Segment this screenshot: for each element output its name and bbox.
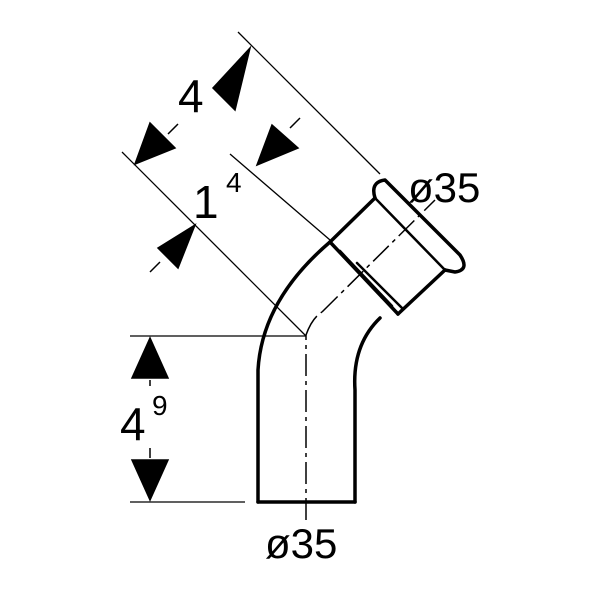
vertical-length-label: 4	[120, 398, 146, 450]
ext-vertex-diagonal	[121, 151, 307, 337]
inner-length-arrow-bottom	[156, 223, 197, 270]
inner-length-dim-line-bottom	[149, 261, 161, 273]
inner-length-superscript: 4	[226, 167, 242, 198]
outer-length-label: 4	[178, 70, 204, 122]
vertical-length-superscript: 9	[152, 390, 168, 421]
socket-collar-inner	[373, 196, 447, 272]
bottom-diameter-label: ø35	[265, 520, 337, 567]
bend-centre-line	[305, 311, 323, 336]
ext-socket-inner	[229, 153, 331, 241]
dimension-arrows	[130, 45, 301, 502]
socket-bottom-wall	[396, 268, 447, 316]
top-diameter-label: ø35	[408, 164, 480, 211]
pipe-right-wall	[352, 316, 382, 504]
inner-length-arrow-top	[255, 123, 300, 167]
dimension-labels: 4 1 4 4 9 ø35 ø35	[120, 70, 480, 567]
outer-length-arrow-left	[133, 121, 177, 166]
socket-line-3	[355, 261, 404, 310]
vertical-arrow-bottom	[130, 459, 170, 502]
socket-collar	[372, 178, 466, 274]
outer-length-dim-line-left	[167, 123, 179, 135]
pipe-elbow	[256, 178, 466, 504]
ext-socket-outer	[237, 31, 381, 175]
socket-centre-line	[321, 199, 436, 313]
vertical-arrow-top	[130, 336, 170, 379]
extension-lines	[121, 31, 381, 503]
inner-length-dim-line-top	[289, 117, 301, 129]
pipe-left-wall	[256, 240, 332, 504]
socket-top-wall	[328, 196, 377, 244]
inner-length-label: 1	[193, 176, 219, 228]
outer-length-arrow-right	[211, 45, 252, 112]
centre-lines	[305, 199, 436, 520]
socket-line-2	[338, 249, 394, 308]
